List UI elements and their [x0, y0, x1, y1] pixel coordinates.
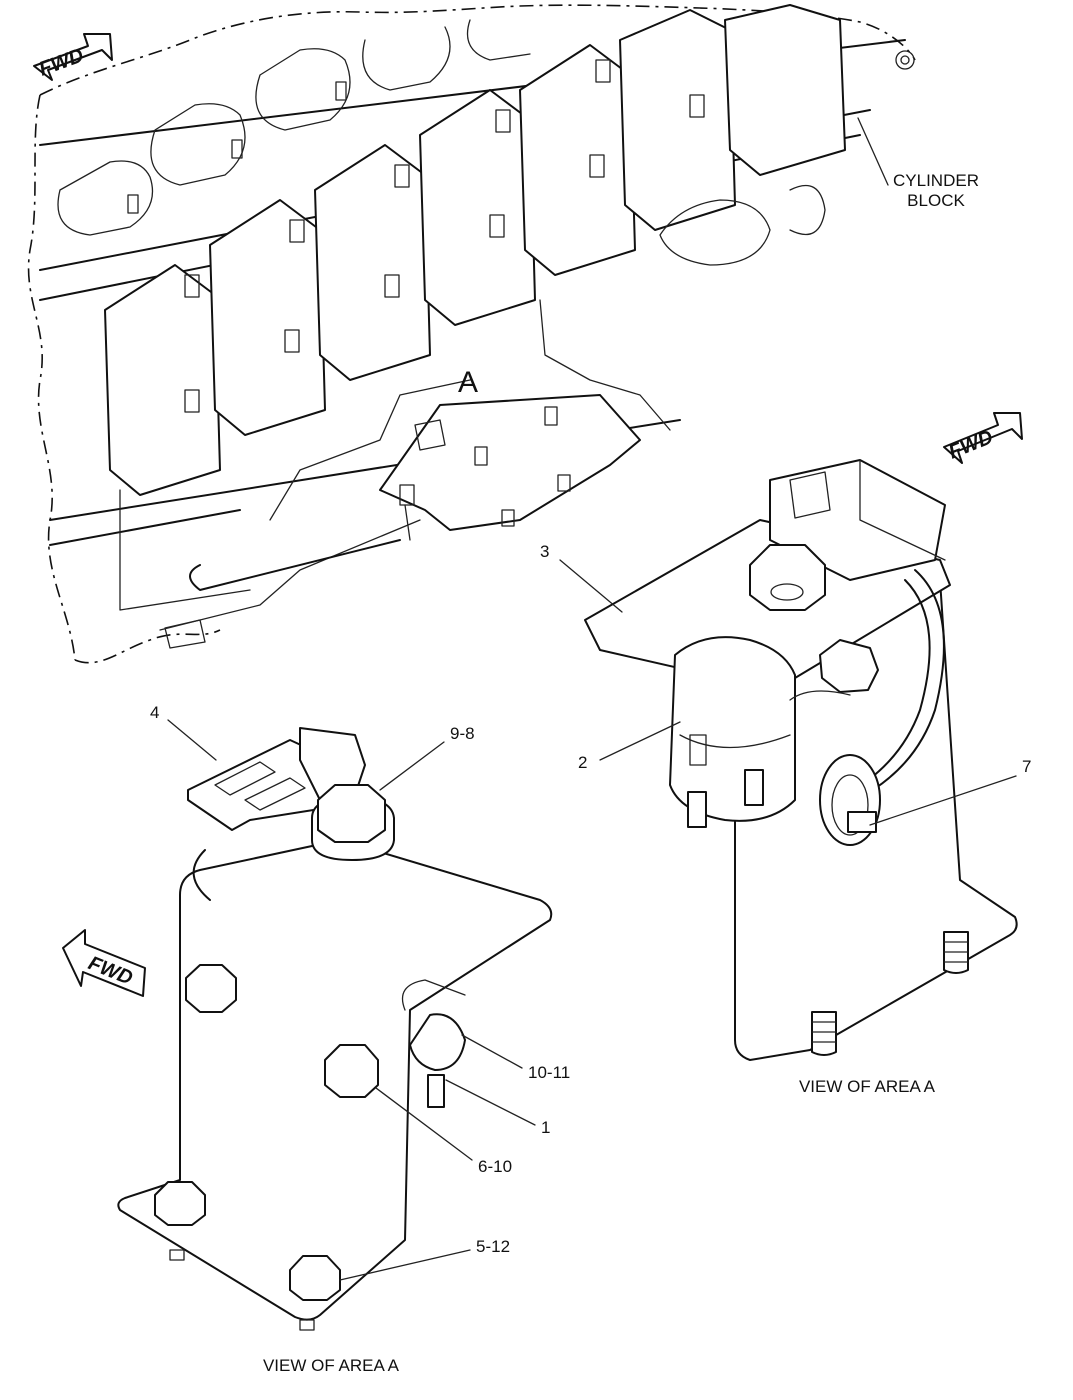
left-sensor-nut: [409, 1013, 466, 1071]
callout-3: 3: [540, 542, 549, 561]
block-break-bottom: [74, 629, 221, 664]
leader-6-10: [375, 1087, 473, 1161]
view-of-area-a-left: VIEW OF AREA A: [263, 1356, 400, 1375]
callout-1: 1: [541, 1118, 550, 1137]
right-view-area-a: [584, 459, 1018, 1061]
leader-5-12: [339, 1249, 471, 1281]
callout-2: 2: [578, 753, 587, 772]
cylinder-block-label-line1: CYLINDER: [893, 171, 979, 190]
main-bearing-caps: [104, 4, 846, 496]
left-plate-bolt-upper: [185, 964, 237, 1013]
engine-sensor-bracket: [379, 394, 641, 531]
left-view-area-a: [117, 727, 553, 1331]
fwd-arrow-right: FWD: [943, 412, 1023, 464]
right-stud-front: [811, 1011, 837, 1056]
left-base-bolt-left: [154, 1181, 206, 1226]
block-break-left: [27, 94, 76, 661]
fwd-arrow-top-left: FWD: [33, 33, 113, 81]
leader-3: [559, 559, 623, 613]
right-side-nut: [819, 639, 879, 693]
cylinder-block-leader: [857, 117, 889, 186]
left-side-bolt: [324, 1044, 379, 1098]
leader-7: [869, 775, 1017, 826]
callout-4: 4: [150, 703, 159, 722]
callout-10-11: 10-11: [528, 1063, 570, 1082]
fwd-arrow-icon: [62, 929, 146, 997]
callout-7: 7: [1022, 757, 1031, 776]
leader-2: [599, 721, 681, 761]
callout-6-10: 6-10: [478, 1157, 512, 1176]
leader-9-8: [379, 741, 445, 791]
leader-4: [167, 719, 217, 761]
fwd-label: FWD: [36, 44, 86, 80]
upper-cylinder-pockets: [57, 19, 531, 236]
fwd-arrow-bottom-left: FWD: [62, 929, 146, 997]
fwd-label: FWD: [85, 952, 135, 989]
view-of-area-a-right: VIEW OF AREA A: [799, 1077, 936, 1096]
right-top-nut: [749, 544, 826, 611]
fwd-label: FWD: [946, 426, 996, 463]
fwd-arrow-icon: [33, 33, 113, 81]
fwd-arrow-icon: [943, 412, 1023, 464]
area-a-label: A: [458, 366, 478, 399]
left-base-bolt-right: [289, 1255, 341, 1301]
cylinder-block-drawing: [27, 4, 916, 664]
leader-1: [445, 1079, 536, 1126]
cylinder-block-label-line2: BLOCK: [907, 191, 965, 210]
leader-10-11: [461, 1034, 523, 1069]
callout-5-12: 5-12: [476, 1237, 510, 1256]
callout-9-8: 9-8: [450, 724, 475, 743]
